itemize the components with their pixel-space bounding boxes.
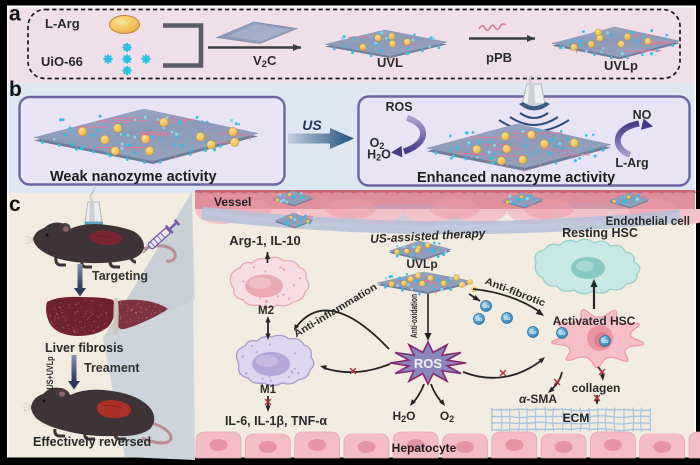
svg-text:UiO-66: UiO-66 (41, 54, 83, 69)
svg-text:H2O: H2O (367, 148, 391, 163)
svg-text:b: b (9, 78, 22, 101)
svg-text:IL-6, IL-1β, TNF-α: IL-6, IL-1β, TNF-α (225, 414, 327, 428)
svg-text:NO: NO (504, 316, 511, 321)
svg-text:Arg-1, IL-10: Arg-1, IL-10 (229, 233, 301, 248)
svg-text:Hepatocyte: Hepatocyte (392, 441, 457, 455)
svg-text:Resting HSC: Resting HSC (562, 226, 638, 240)
svg-text:collagen: collagen (572, 381, 621, 395)
svg-text:M1: M1 (260, 384, 277, 396)
svg-text:M2: M2 (258, 305, 274, 317)
svg-text:NO: NO (602, 339, 609, 344)
svg-text:H2O: H2O (392, 409, 415, 424)
svg-text:Effectively reversed: Effectively reversed (33, 435, 151, 449)
svg-text:Endothelial cell: Endothelial cell (606, 216, 690, 228)
svg-text:pPB: pPB (486, 50, 512, 65)
svg-text:Weak nanozyme activity: Weak nanozyme activity (50, 169, 217, 185)
svg-text:NO: NO (633, 108, 652, 122)
svg-text:UVLp: UVLp (604, 58, 638, 73)
svg-text:a: a (9, 3, 21, 26)
svg-text:α-SMA: α-SMA (519, 392, 557, 406)
svg-text:US: US (302, 117, 322, 133)
svg-text:Treament: Treament (84, 361, 140, 375)
svg-text:ROS: ROS (414, 356, 443, 371)
svg-text:V2C: V2C (253, 53, 277, 70)
svg-text:Anti-oxidation: Anti-oxidation (409, 294, 420, 338)
svg-text:NO: NO (559, 331, 566, 336)
svg-text:NO: NO (476, 317, 483, 322)
svg-text:NO: NO (530, 330, 537, 335)
svg-text:L-Arg: L-Arg (45, 16, 80, 31)
svg-text:ROS: ROS (385, 100, 412, 114)
svg-text:Vessel: Vessel (214, 195, 251, 209)
svg-text:L-Arg: L-Arg (615, 156, 648, 170)
svg-text:US-assisted therapy: US-assisted therapy (370, 226, 487, 246)
svg-text:Enhanced nanozyme activity: Enhanced nanozyme activity (417, 170, 615, 186)
svg-text:UVL: UVL (377, 55, 403, 70)
svg-text:Liver fibrosis: Liver fibrosis (45, 341, 124, 355)
svg-text:Targeting: Targeting (92, 269, 148, 283)
svg-text:Activated HSC: Activated HSC (553, 314, 636, 328)
svg-text:ECM: ECM (563, 411, 590, 425)
svg-text:NO: NO (483, 304, 490, 309)
svg-text:US+UVLp: US+UVLp (45, 356, 55, 389)
svg-text:c: c (9, 193, 21, 216)
svg-text:UVLp: UVLp (406, 257, 437, 271)
